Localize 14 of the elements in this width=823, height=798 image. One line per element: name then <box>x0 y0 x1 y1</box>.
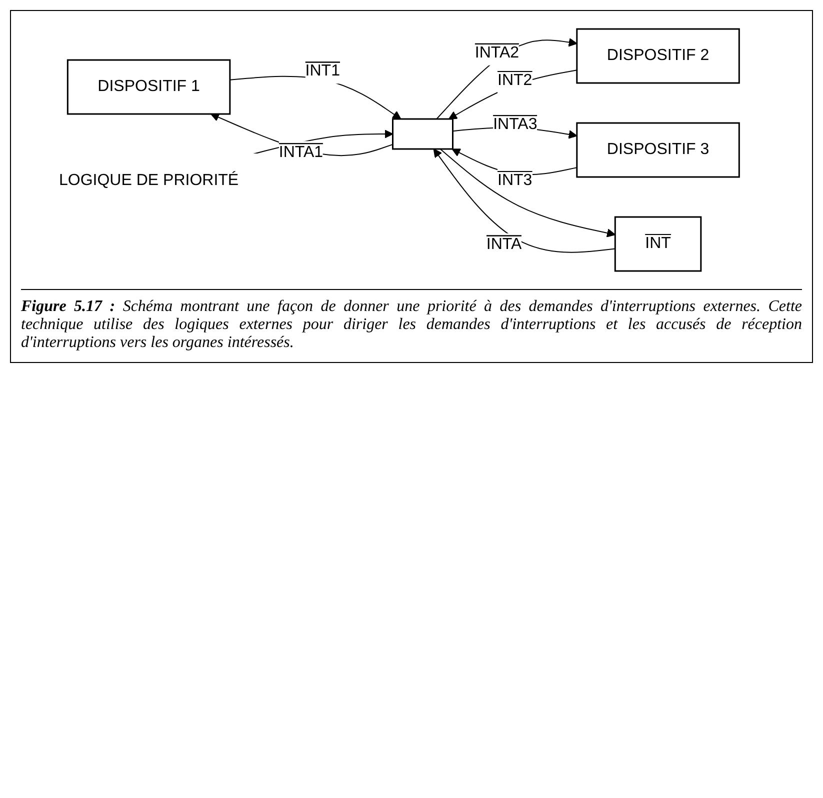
edge-label: INTA2 <box>474 44 520 62</box>
node-box: DISPOSITIF 2 <box>576 28 740 84</box>
node-box <box>392 118 454 150</box>
edge-label: INT3 <box>497 172 532 189</box>
node-box: INT <box>614 216 702 272</box>
node-box: DISPOSITIF 1 <box>66 59 231 115</box>
edge-label: INTA3 <box>493 116 538 134</box>
figure-caption: Figure 5.17 : Schéma montrant une façon de donner une priorité à des demandes d'interruptions externes. Cette technique utilise des logiques externes pour diriger les demandes d'interruptions et les accusés de réception d'interruptions vers les organes intéressés. <box>21 289 802 352</box>
edge-label: INTA1 <box>278 144 324 162</box>
node-text: LOGIQUE DE PRIORITÉ <box>59 172 239 189</box>
edge-label: INTA <box>486 236 522 254</box>
node-box: DISPOSITIF 3 <box>576 122 740 178</box>
edge-label: INT2 <box>497 72 532 89</box>
edge-label: INT1 <box>305 62 340 80</box>
